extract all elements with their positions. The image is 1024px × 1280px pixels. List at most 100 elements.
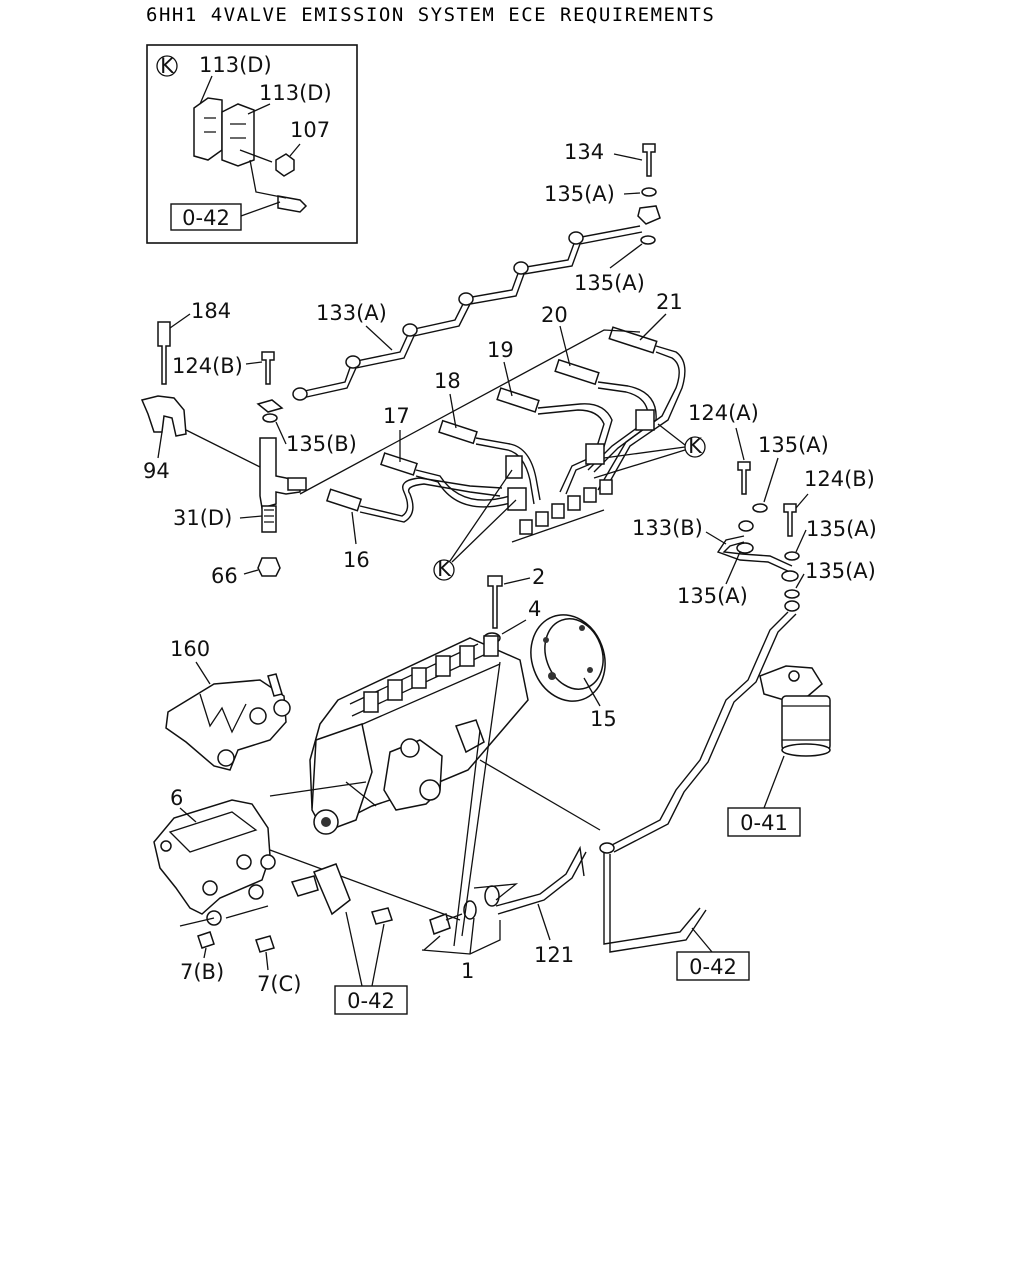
label-135b: 135(B) (286, 432, 357, 456)
nozzle-inlet (287, 477, 307, 491)
bolt-7c (255, 935, 275, 953)
label-160: 160 (170, 637, 210, 661)
filter-cartridge (781, 695, 831, 751)
ref-box-0-41 (727, 807, 801, 837)
label-135a-3: 135(A) (758, 433, 829, 457)
label-135a-4: 135(A) (806, 517, 877, 541)
nut-107 (275, 153, 295, 177)
label-113d-b: 113(D) (259, 81, 332, 105)
label-21: 21 (656, 290, 683, 314)
ref-0-42-right: 0-42 (689, 955, 737, 979)
label-20: 20 (541, 303, 568, 327)
label-134: 134 (564, 140, 604, 164)
stud-184 (157, 321, 171, 385)
injection-pump: 2 4 15 (309, 565, 617, 835)
filter-head (759, 665, 823, 701)
pipe-121-group: 121 1 (421, 661, 587, 983)
label-15: 15 (590, 707, 617, 731)
clamp-half-a (193, 97, 223, 161)
delivery-valves (363, 635, 499, 713)
washer-135a-6 (784, 589, 800, 599)
label-124b-2: 124(B) (804, 467, 875, 491)
label-133b: 133(B) (632, 516, 703, 540)
seal-66 (257, 557, 281, 577)
bracket-6 (153, 799, 271, 915)
washer-135a-4 (784, 551, 800, 561)
inset-k-marker: K (160, 54, 175, 78)
label-135a-2: 135(A) (574, 271, 645, 295)
pump-governor-end (311, 723, 373, 833)
label-135a-6: 135(A) (805, 559, 876, 583)
washer-135a-3 (752, 503, 768, 513)
fitting-135a (784, 600, 800, 612)
nozzle-tip (261, 505, 277, 533)
inset-detail-k: K 113(D) 113(D) 107 0-42 (146, 44, 358, 244)
label-18: 18 (434, 369, 461, 393)
k-marker-left: K (437, 557, 452, 581)
inset-ref-box (170, 203, 242, 231)
label-1: 1 (461, 959, 474, 983)
bolt-124a (737, 461, 751, 495)
label-133a: 133(A) (316, 301, 387, 325)
overflow-pipe-group: 124(A) 135(A) 124(B) 133(B) 135(A) 135(A… (632, 401, 877, 612)
pump-outlets (519, 479, 613, 535)
label-17: 17 (383, 404, 410, 428)
inset-frame (146, 44, 358, 244)
label-94: 94 (143, 459, 170, 483)
label-2: 2 (532, 565, 545, 589)
label-184: 184 (191, 299, 231, 323)
bolt-134 (642, 143, 656, 177)
ref-0-42-mid: 0-42 (347, 989, 395, 1013)
label-121: 121 (534, 943, 574, 967)
label-124b-1: 124(B) (172, 354, 243, 378)
inset-ref-0-42: 0-42 (182, 206, 230, 230)
nozzle-holder-group: 184 94 124(B) 135(B) 31(D) 66 (140, 299, 357, 588)
bolt-7b (197, 931, 215, 949)
label-16: 16 (343, 548, 370, 572)
k-marker-left-circle (433, 559, 455, 581)
bolt-124b-2 (783, 503, 797, 537)
banjo-133b (736, 542, 754, 554)
fuel-filter-group: 0-41 0-42 (599, 611, 831, 981)
leak-off-banjos (292, 231, 584, 401)
label-4: 4 (528, 597, 541, 621)
label-124a: 124(A) (688, 401, 759, 425)
bolt-124b (261, 351, 275, 385)
bracket-6-group: 6 7(B) 7(C) 0-42 (153, 781, 461, 1015)
pipe-21 (597, 326, 686, 493)
banjo-1a (463, 900, 477, 920)
pipe-17 (380, 452, 525, 508)
bracket-160 (165, 679, 287, 771)
label-7c: 7(C) (257, 972, 301, 996)
pipe-clamp-d (635, 409, 655, 431)
bracket-94 (140, 395, 187, 437)
bolt-1 (429, 913, 451, 935)
label-19: 19 (487, 338, 514, 362)
banjo-fitting (637, 205, 661, 225)
pipe-16 (325, 477, 503, 523)
sensor-bracket (312, 863, 351, 916)
washer-135a-bottom (640, 235, 656, 245)
pipe-clamp-b (507, 487, 527, 511)
label-66: 66 (211, 564, 238, 588)
label-135a-1: 135(A) (544, 182, 615, 206)
label-107: 107 (290, 118, 330, 142)
ref-box-0-42-mid (334, 985, 408, 1015)
label-135a-5: 135(A) (677, 584, 748, 608)
banjo-lower (781, 570, 799, 582)
washer-135b (262, 413, 278, 423)
pipe-clamp-c (585, 443, 605, 465)
k-marker-right: K (688, 434, 703, 458)
banjo-1b (484, 885, 500, 907)
bolt-2 (487, 575, 503, 629)
bracket-160-group: 160 (165, 637, 291, 771)
injection-pipes: 134 135(A) 135(A) 133(A) (292, 140, 706, 581)
label-7b: 7(B) (180, 960, 224, 984)
label-113d-a: 113(D) (199, 53, 272, 77)
label-31d: 31(D) (173, 506, 232, 530)
inset-k-marker-circle (156, 55, 178, 77)
clamp-plate (256, 399, 284, 413)
inset-bolt (277, 195, 308, 213)
washer-133b-top (738, 520, 754, 532)
